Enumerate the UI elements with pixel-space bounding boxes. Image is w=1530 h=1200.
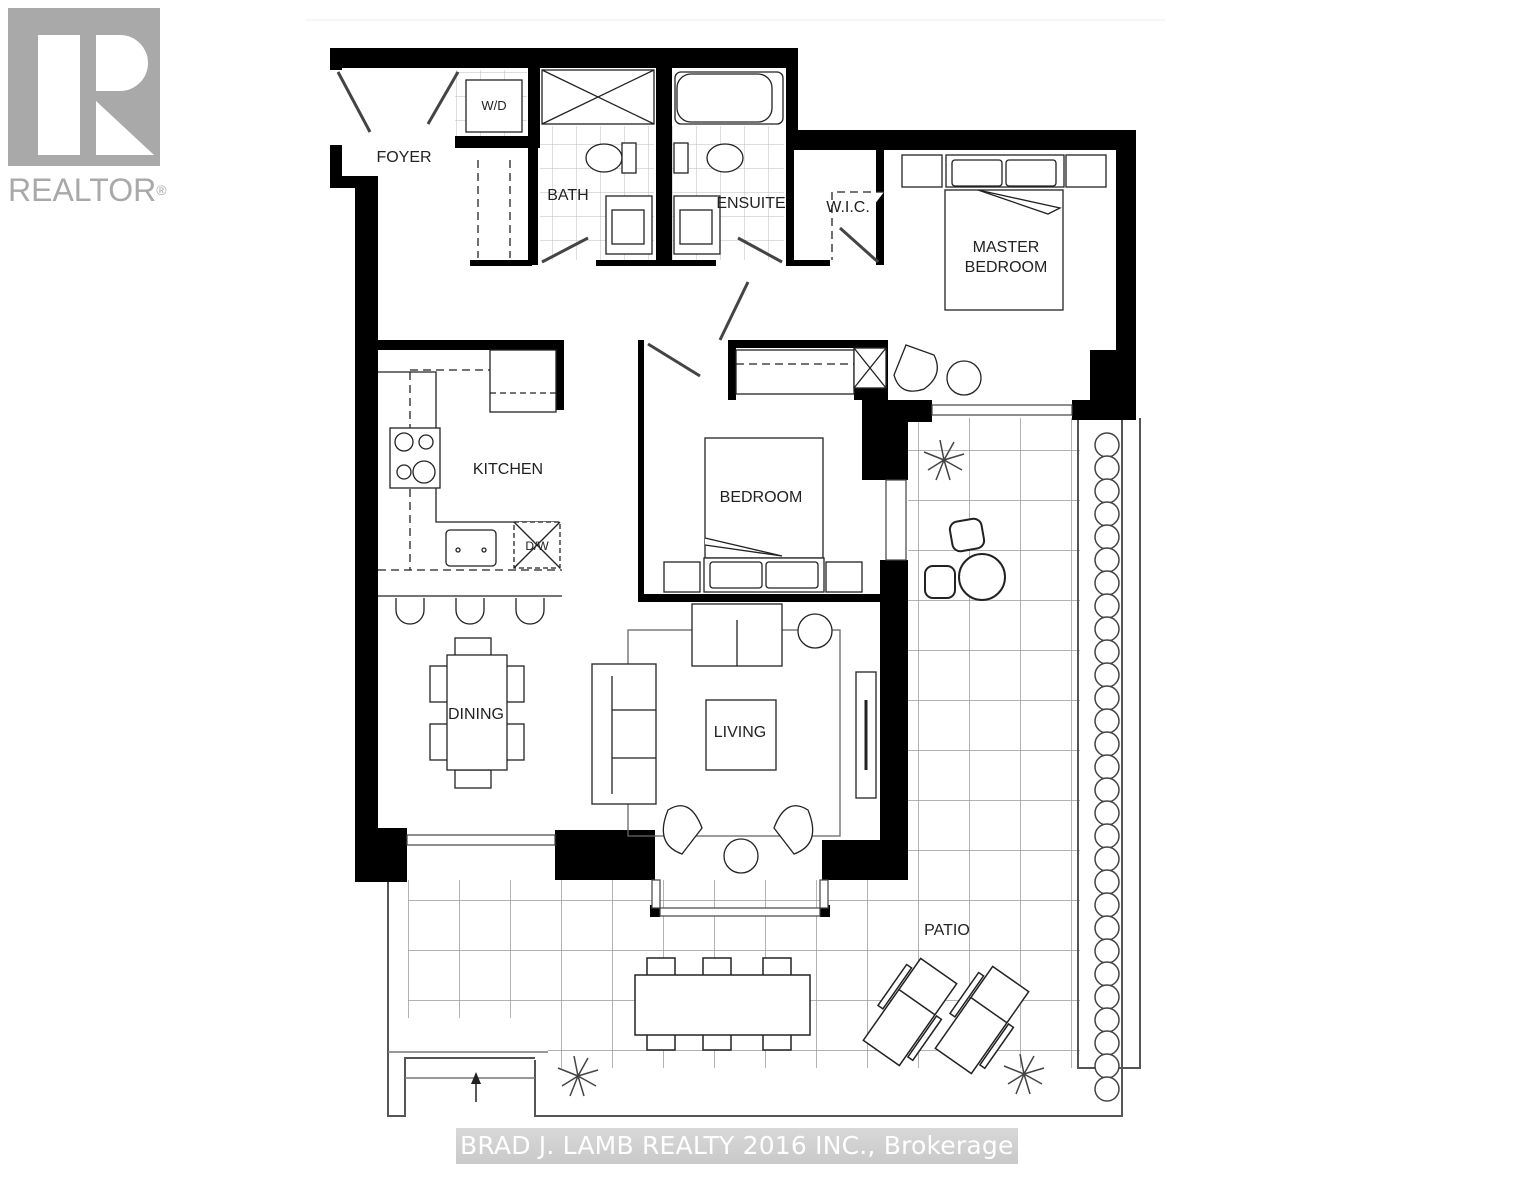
- room-label-dw: D/W: [525, 539, 549, 553]
- plant-icon: [557, 439, 1045, 1097]
- room-label-wd: W/D: [481, 98, 506, 113]
- room-label-foyer: FOYER: [376, 149, 431, 166]
- exterior-walls: [330, 48, 1136, 917]
- room-label-patio: PATIO: [924, 922, 970, 939]
- room-label-bedroom: BEDROOM: [720, 489, 803, 506]
- room-label-bath: BATH: [547, 187, 588, 204]
- realtor-r-icon: [8, 8, 160, 166]
- patio: PATIO: [387, 418, 1141, 1117]
- patio-loungers: [862, 957, 1030, 1075]
- brokerage-watermark: BRAD J. LAMB REALTY 2016 INC., Brokerage: [456, 1128, 1018, 1164]
- patio-bistro-set: [924, 517, 1006, 601]
- living-dining-furniture: [429, 603, 877, 874]
- room-label-master-1: MASTER: [973, 239, 1040, 256]
- beds: [663, 154, 1107, 593]
- shrub-hedge: [1094, 432, 1120, 1102]
- patio-dining-table: [634, 957, 811, 1051]
- room-label-kitchen: KITCHEN: [473, 461, 543, 478]
- room-label-ensuite: ENSUITE: [716, 195, 785, 212]
- windows: [406, 404, 1073, 917]
- room-label-living: LIVING: [714, 724, 766, 741]
- fixtures: [465, 69, 887, 395]
- room-label-dining: DINING: [448, 706, 504, 723]
- realtor-wordmark: REALTOR®: [8, 172, 167, 208]
- entry-arrow-icon: [471, 1072, 481, 1102]
- kitchen-fixtures: [378, 349, 562, 625]
- door-swings: [336, 71, 880, 378]
- realtor-logo: REALTOR®: [8, 8, 167, 208]
- room-label-master-2: BEDROOM: [965, 259, 1048, 276]
- room-label-wic: W.I.C.: [826, 199, 870, 216]
